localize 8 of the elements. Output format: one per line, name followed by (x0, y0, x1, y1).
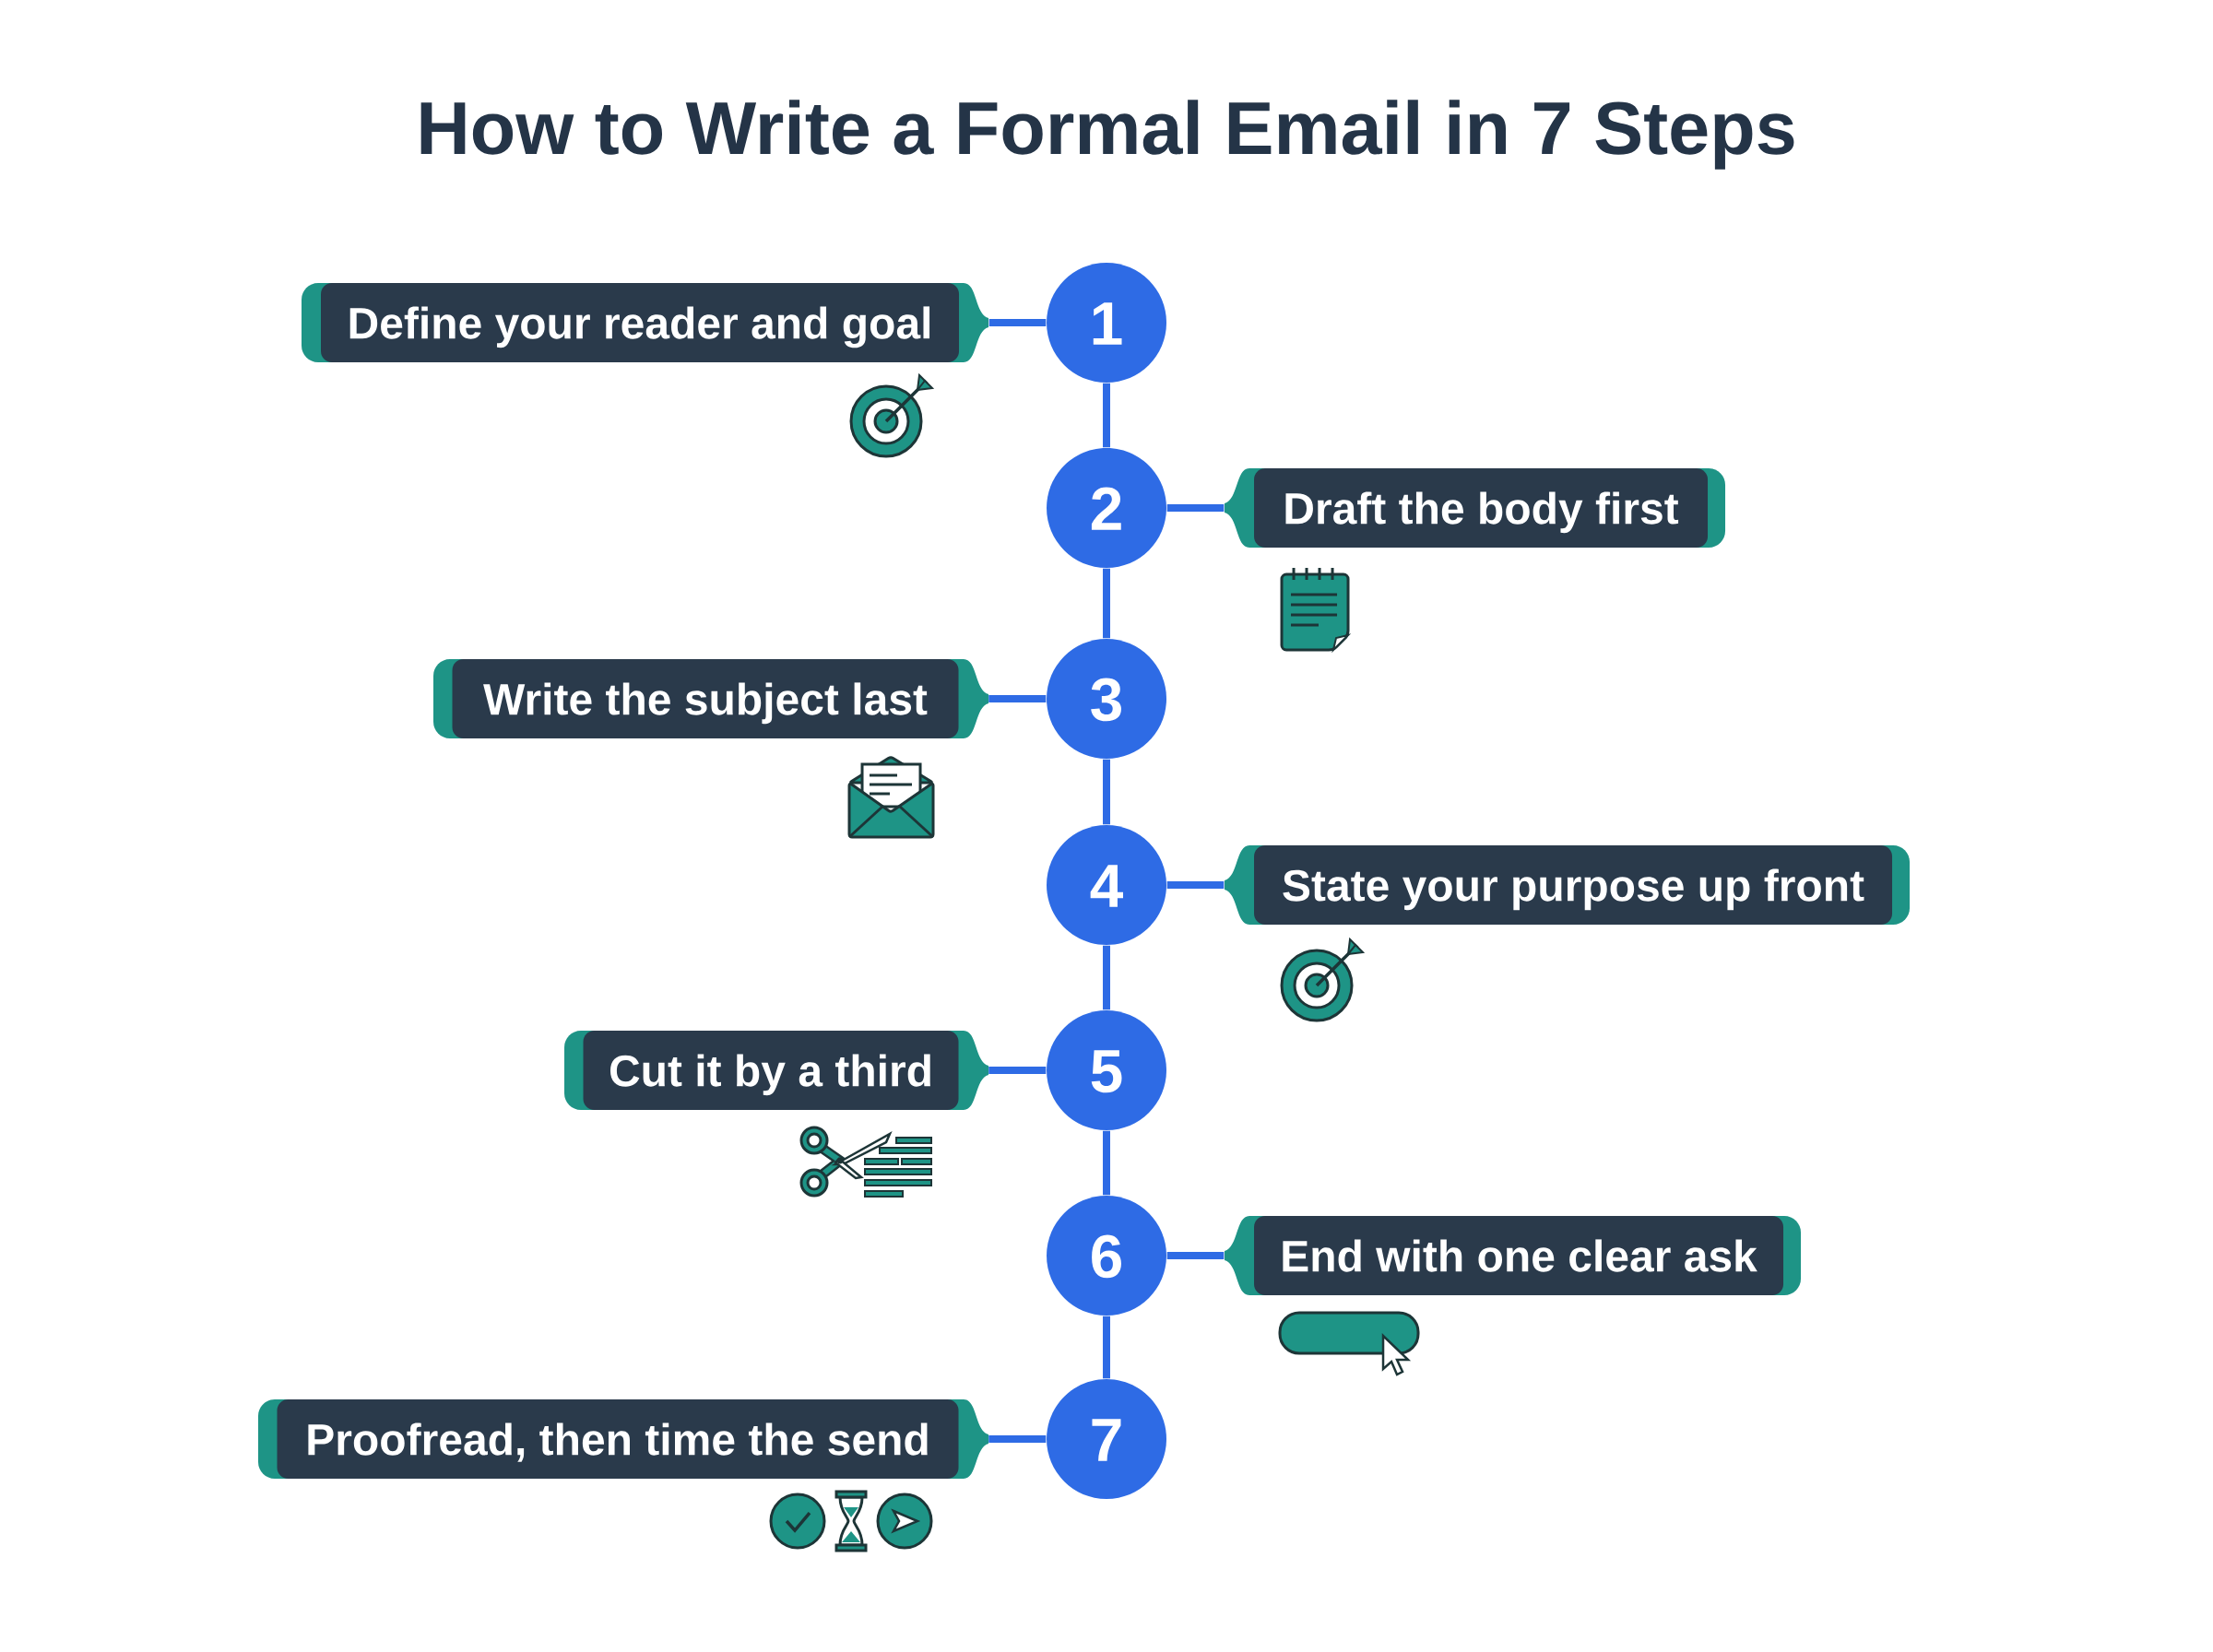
step-label-box: End with one clear ask (1225, 1216, 1802, 1295)
step-label-box: Proofread, then time the send (258, 1399, 988, 1479)
step-label-box: Define your reader and goal (302, 283, 988, 362)
step-label-box: Draft the body first (1225, 468, 1726, 548)
title: How to Write a Formal Email in 7 Steps (420, 100, 1794, 170)
step-label-box: State your purpose up front (1225, 845, 1911, 925)
step-label-box: Cut it by a third (564, 1031, 988, 1110)
step-label-box: Write the subject last (433, 659, 988, 738)
